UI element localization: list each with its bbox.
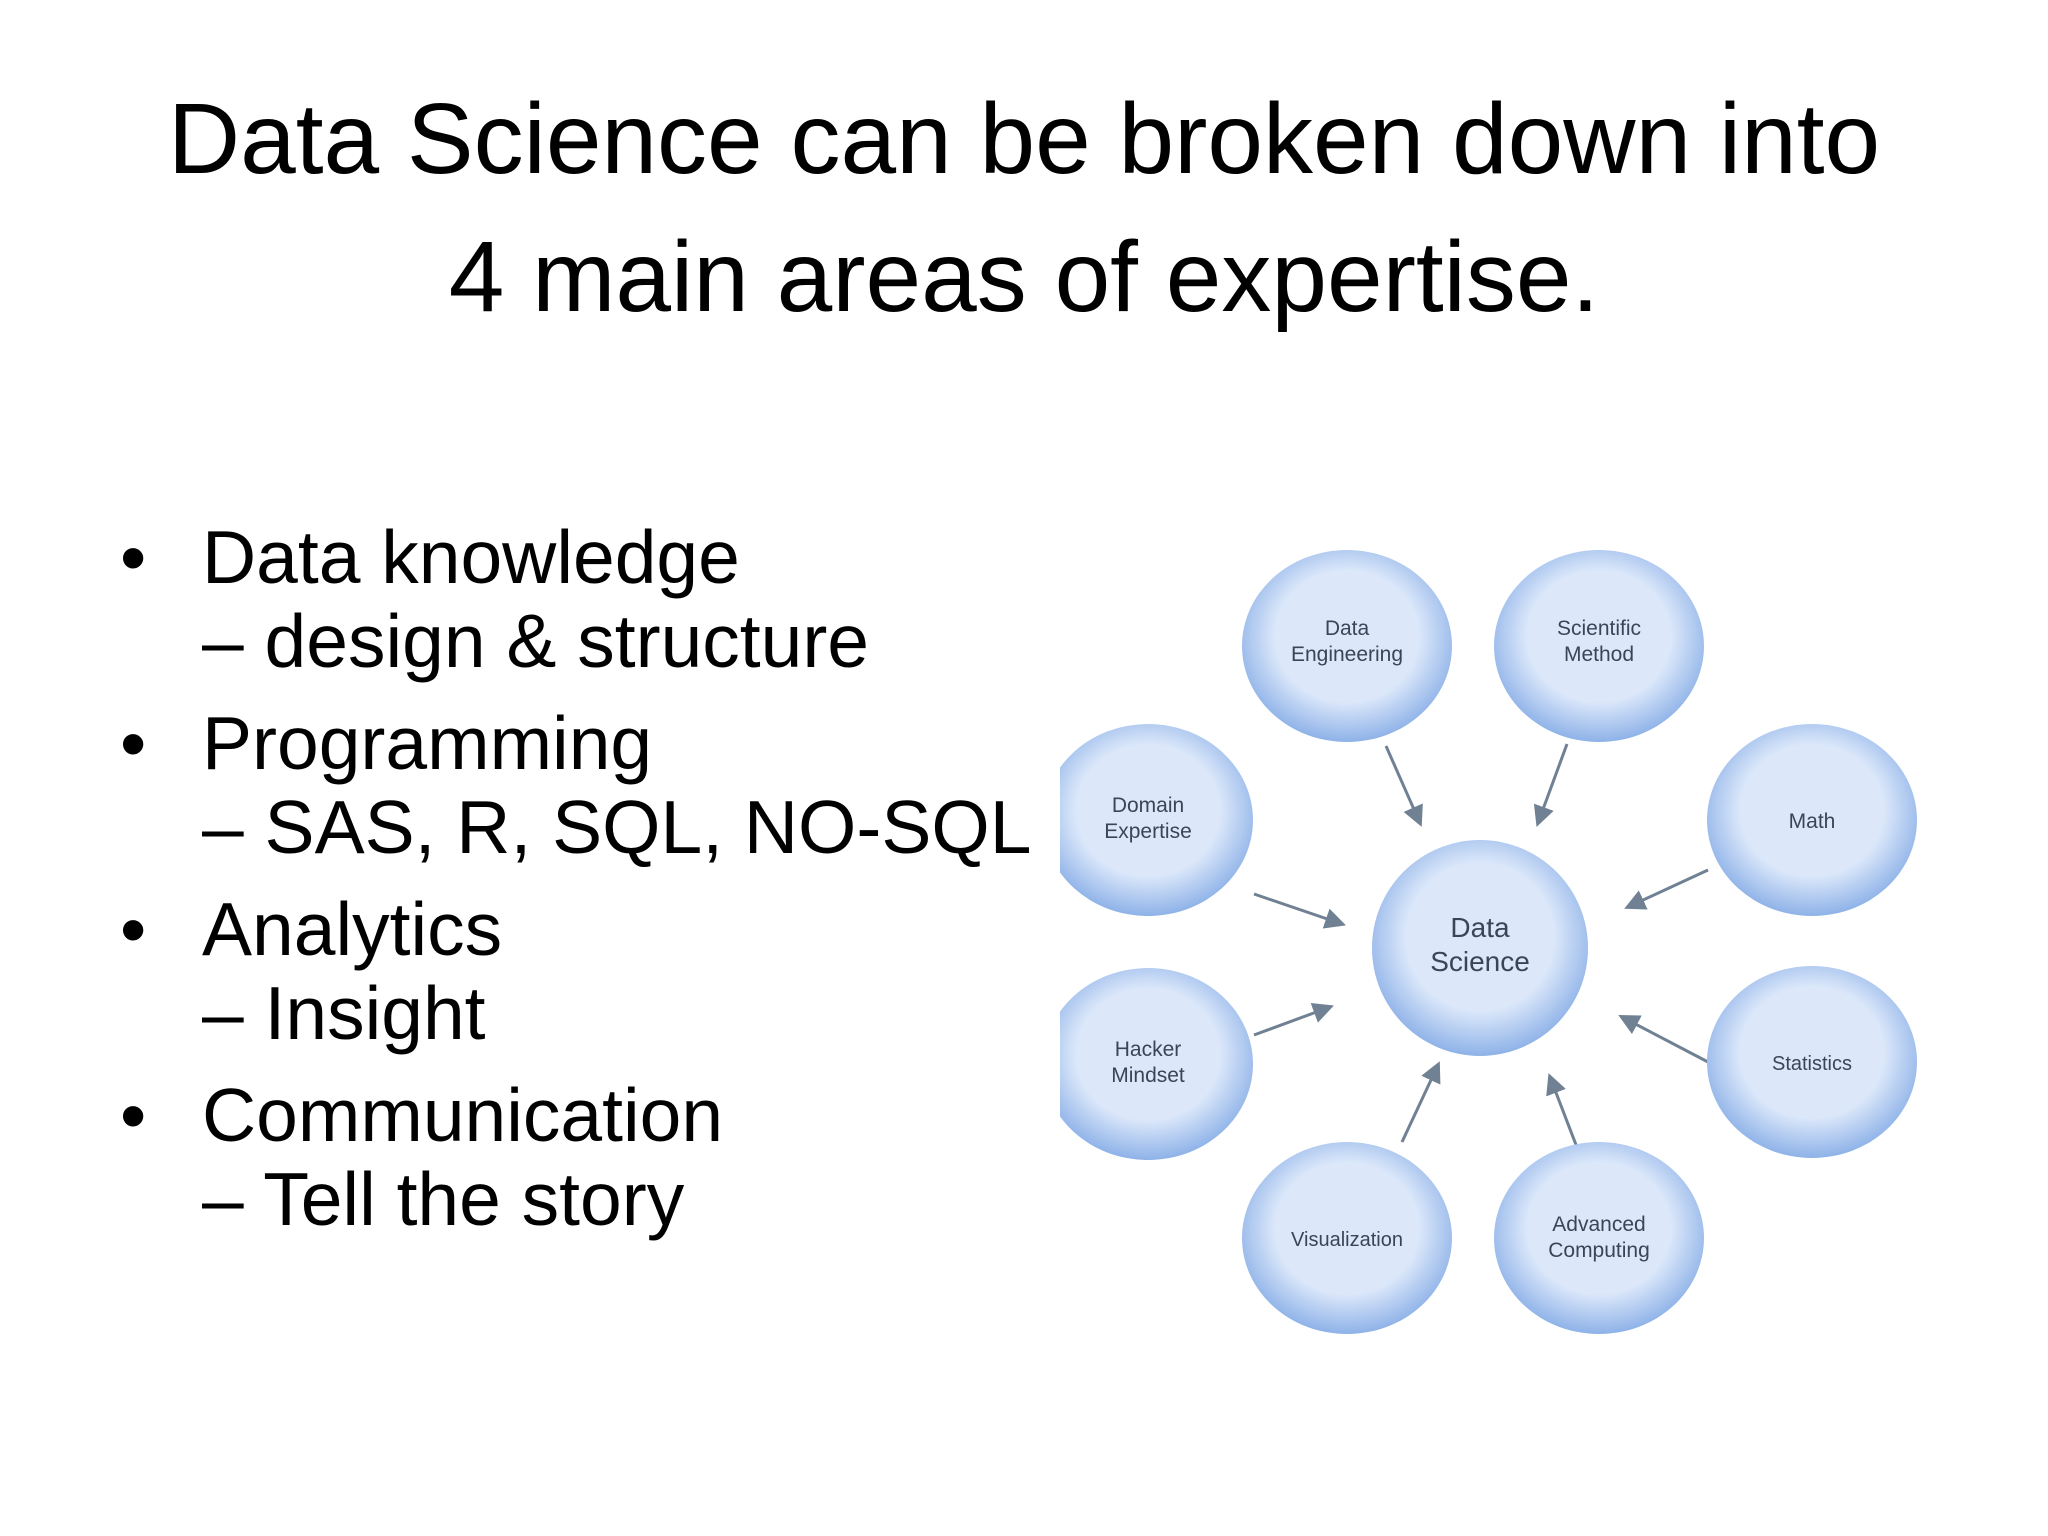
bullet-dot: • (120, 1073, 147, 1157)
node-label-line1: Statistics (1772, 1053, 1852, 1075)
arrow-from-advanced-computing (1546, 1073, 1580, 1151)
title-line-2: 4 main areas of expertise. (448, 221, 1600, 333)
bullet-item-programming: • Programming – SAS, R, SQL, NO-SQL (120, 701, 1080, 869)
node-data-engineering: Data Engineering (1242, 550, 1452, 742)
bullet-dot: • (120, 701, 147, 785)
arrow-from-math (1624, 868, 1709, 910)
bullet-sub-text: – Tell the story (202, 1157, 685, 1241)
node-hacker-mindset: Hacker Mindset (1060, 968, 1253, 1160)
arrow-from-statistics (1618, 1015, 1709, 1064)
center-label-line2: Science (1430, 946, 1530, 977)
title-line-1: Data Science can be broken down into (167, 83, 1881, 195)
node-label-line1: Visualization (1291, 1229, 1403, 1251)
node-data-science-center: Data Science (1372, 840, 1588, 1056)
node-domain-expertise: Domain Expertise (1060, 724, 1253, 916)
bullet-item-communication: • Communication – Tell the story (120, 1073, 1080, 1241)
bullet-main-text: Analytics (202, 887, 503, 971)
arrow-from-domain-expertise (1253, 892, 1346, 929)
bullet-sub-text: – design & structure (202, 599, 870, 683)
bullet-dot: • (120, 887, 147, 971)
node-label-line2: Method (1564, 643, 1634, 666)
bullet-main-text: Data knowledge (202, 515, 740, 599)
bullet-item-data-knowledge: • Data knowledge – design & structure (120, 515, 1080, 683)
bullet-list: • Data knowledge – design & structure • … (120, 515, 1080, 1259)
node-label-line2: Mindset (1111, 1064, 1185, 1087)
bullet-main-text: Communication (202, 1073, 724, 1157)
node-statistics: Statistics (1707, 966, 1917, 1158)
center-label-line1: Data (1450, 912, 1510, 943)
node-label-line1: Scientific (1557, 617, 1641, 640)
bullet-sub-text: – SAS, R, SQL, NO-SQL (202, 785, 1032, 869)
node-label-line1: Data (1325, 617, 1370, 640)
node-label-line2: Expertise (1104, 820, 1192, 843)
diagram-canvas: Data Engineering Scientific Method Math … (1060, 550, 1917, 1334)
bullet-sub-text: – Insight (202, 971, 486, 1055)
node-label-line2: Computing (1548, 1239, 1650, 1262)
node-label-line1: Hacker (1115, 1038, 1182, 1061)
node-label-line1: Math (1789, 810, 1836, 833)
arrow-from-hacker-mindset (1253, 1002, 1334, 1037)
arrow-from-data-engineering (1384, 745, 1423, 827)
node-label-line2: Engineering (1291, 643, 1403, 666)
bullet-item-analytics: • Analytics – Insight (120, 887, 1080, 1055)
arrows-group (1253, 743, 1709, 1151)
node-math: Math (1707, 724, 1917, 916)
node-visualization: Visualization (1242, 1142, 1452, 1334)
node-advanced-computing: Advanced Computing (1494, 1142, 1704, 1334)
arrow-from-visualization (1400, 1061, 1441, 1143)
bullet-main-text: Programming (202, 701, 653, 785)
slide-title: Data Science can be broken down into 4 m… (0, 70, 2048, 346)
node-label-line1: Domain (1112, 794, 1184, 817)
arrow-from-scientific-method (1533, 743, 1569, 827)
data-science-diagram: Data Engineering Scientific Method Math … (1060, 520, 1990, 1400)
node-scientific-method: Scientific Method (1494, 550, 1704, 742)
bullet-dot: • (120, 515, 147, 599)
node-label-line1: Advanced (1552, 1213, 1645, 1236)
